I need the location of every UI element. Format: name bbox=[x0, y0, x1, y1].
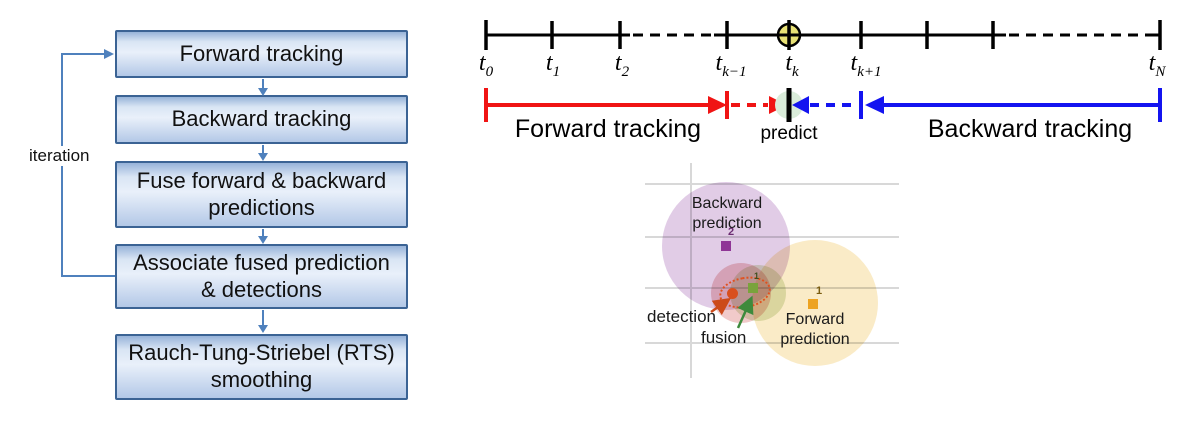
timeline-svg bbox=[484, 20, 1162, 122]
tick-label-t0: t0 bbox=[478, 50, 494, 80]
flow-box-fuse-predictions: Fuse forward & backward predictions bbox=[115, 161, 408, 228]
fusion-marker bbox=[748, 283, 758, 293]
flow-box-label: Associate fused prediction & detections bbox=[133, 249, 390, 302]
fusion-marker-number: 1 bbox=[754, 271, 760, 281]
detection-marker bbox=[727, 288, 738, 299]
flow-box-backward-tracking: Backward tracking bbox=[115, 95, 408, 144]
iteration-label: iteration bbox=[27, 146, 92, 166]
forward-prediction-marker bbox=[808, 299, 818, 309]
tick-label-tN: tN bbox=[1148, 50, 1166, 80]
scatter-arrows-svg bbox=[710, 295, 754, 329]
tick-label-t1: t1 bbox=[545, 50, 561, 80]
flow-box-rts-smoothing: Rauch-Tung-Striebel (RTS) smoothing bbox=[115, 334, 408, 400]
tick-label-tk-1: tk−1 bbox=[715, 50, 747, 80]
gridline-horizontal bbox=[645, 183, 899, 185]
tick-label-tk: tk bbox=[785, 50, 799, 80]
flow-box-label: Fuse forward & backward predictions bbox=[136, 167, 387, 220]
backward-prediction-label: Backward prediction bbox=[691, 195, 763, 232]
forward-marker-number: 1 bbox=[816, 285, 823, 297]
forward-prediction-label: Forward prediction bbox=[780, 311, 850, 348]
flow-box-label: Backward tracking bbox=[171, 106, 352, 132]
flowchart-connectors-svg bbox=[61, 49, 268, 333]
flow-box-forward-tracking: Forward tracking bbox=[115, 30, 408, 78]
tick-label-t2: t2 bbox=[614, 50, 630, 80]
flow-box-label: Forward tracking bbox=[179, 40, 344, 66]
backward-marker-number: 2 bbox=[728, 226, 735, 238]
backward-tracking-label: Backward tracking bbox=[927, 115, 1133, 143]
fusion-label: fusion bbox=[701, 328, 747, 347]
flow-box-associate: Associate fused prediction & detections bbox=[115, 244, 408, 309]
flow-box-label: Rauch-Tung-Striebel (RTS) smoothing bbox=[128, 340, 395, 392]
backward-prediction-marker bbox=[721, 241, 731, 251]
tick-label-tk1: tk+1 bbox=[850, 50, 882, 80]
forward-tracking-label: Forward tracking bbox=[514, 115, 702, 143]
predict-label: predict bbox=[760, 123, 818, 144]
detection-label: detection bbox=[647, 307, 716, 326]
